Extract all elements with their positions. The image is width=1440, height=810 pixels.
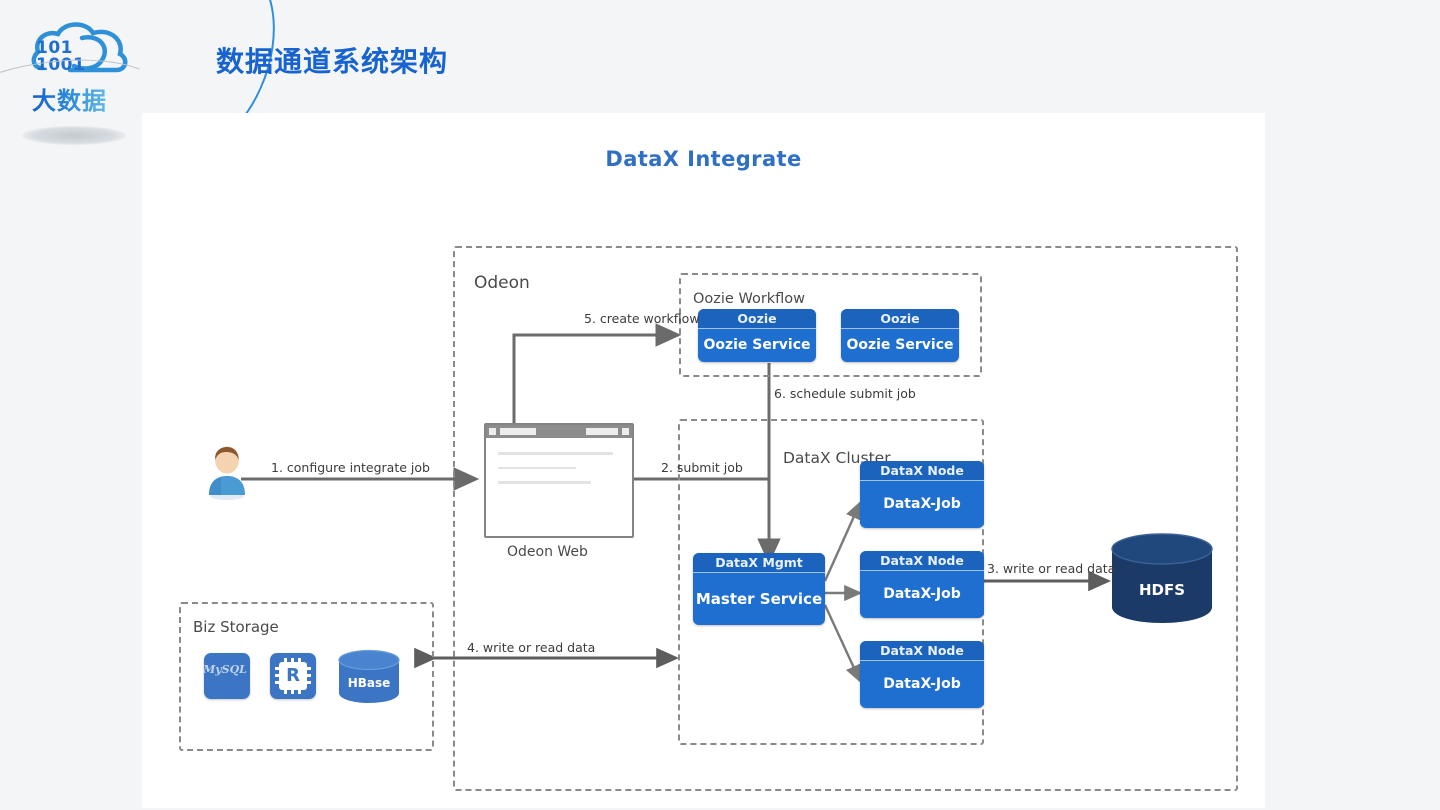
- datax-mgmt-body: Master Service: [695, 589, 823, 608]
- datax-mgmt-head: DataX Mgmt: [693, 553, 825, 573]
- datax-node-1[interactable]: DataX Node DataX-Job: [860, 461, 984, 528]
- datax-node-3[interactable]: DataX Node DataX-Job: [860, 641, 984, 708]
- browser-content-lines: [486, 438, 632, 484]
- container-oozie-workflow: [679, 273, 982, 377]
- datax-node-2-head: DataX Node: [860, 551, 984, 571]
- browser-tab-icon: [500, 428, 536, 435]
- datax-node-3-head: DataX Node: [860, 641, 984, 661]
- browser-address-icon: [586, 428, 618, 435]
- chip-letter: R: [286, 665, 300, 686]
- brand-logo: 101 1001 大数据: [18, 10, 148, 118]
- flow-label-3: 3. write or read data: [987, 561, 1116, 576]
- datax-node-3-body: DataX-Job: [883, 676, 961, 692]
- mysql-icon-label: MySQL: [203, 662, 247, 676]
- datax-node-1-body: DataX-Job: [883, 496, 961, 512]
- diagram-connectors: [241, 323, 1112, 684]
- datax-node-2[interactable]: DataX Node DataX-Job: [860, 551, 984, 618]
- user-avatar: [209, 446, 245, 500]
- container-odeon-label: Odeon: [470, 273, 534, 293]
- flow-label-5: 5. create workflow: [584, 311, 700, 326]
- browser-menu-icon: [622, 428, 629, 435]
- odeon-web-window[interactable]: [484, 423, 634, 538]
- cloud-logo-icon: [31, 22, 128, 73]
- hbase-icon: HBase: [338, 649, 400, 703]
- datax-node-2-body: DataX-Job: [883, 586, 961, 602]
- svg-text:HDFS: HDFS: [1139, 581, 1185, 599]
- logo-chinese-text: 大数据: [32, 81, 107, 116]
- oozie-node-1-head: Oozie: [698, 309, 816, 329]
- hdfs-icon: HDFS: [1111, 533, 1213, 623]
- redis-chip-icon: R: [270, 653, 316, 699]
- flow-label-4: 4. write or read data: [467, 640, 596, 655]
- slide-header: 101 1001 大数据 数据通道系统架构: [0, 0, 1440, 189]
- browser-dot-icon: [489, 428, 496, 435]
- container-odeon: [453, 246, 1238, 791]
- flow-label-1: 1. configure integrate job: [271, 460, 430, 475]
- oozie-node-2[interactable]: Oozie Oozie Service: [841, 309, 959, 362]
- hbase-label: HBase: [348, 676, 391, 690]
- content-panel: DataX Integrate: [142, 113, 1265, 808]
- architecture-diagram: Odeon Oozie Workflow DataX Cluster Biz S…: [142, 113, 1265, 808]
- mysql-icon: MySQL: [203, 653, 250, 699]
- flow-label-6: 6. schedule submit job: [774, 386, 916, 401]
- oozie-node-2-body: Oozie Service: [846, 337, 954, 353]
- flow-label-2: 2. submit job: [661, 460, 743, 475]
- oozie-node-1[interactable]: Oozie Oozie Service: [698, 309, 816, 362]
- logo-shadow-ellipse: [22, 126, 126, 145]
- oozie-node-2-head: Oozie: [841, 309, 959, 329]
- chip-body-icon: R: [275, 658, 311, 694]
- container-oozie-workflow-label: Oozie Workflow: [689, 291, 810, 307]
- datax-mgmt-node[interactable]: DataX Mgmt Master Service: [693, 553, 825, 625]
- oozie-node-1-body: Oozie Service: [703, 337, 811, 353]
- page-title: 数据通道系统架构: [216, 45, 449, 78]
- browser-title-bar: [486, 425, 632, 438]
- container-biz-storage-label: Biz Storage: [189, 618, 283, 636]
- odeon-web-caption: Odeon Web: [507, 544, 588, 560]
- logo-digits: 101 1001: [36, 38, 86, 75]
- container-biz-storage: [179, 602, 434, 751]
- diagram-title: DataX Integrate: [605, 147, 802, 171]
- datax-node-1-head: DataX Node: [860, 461, 984, 481]
